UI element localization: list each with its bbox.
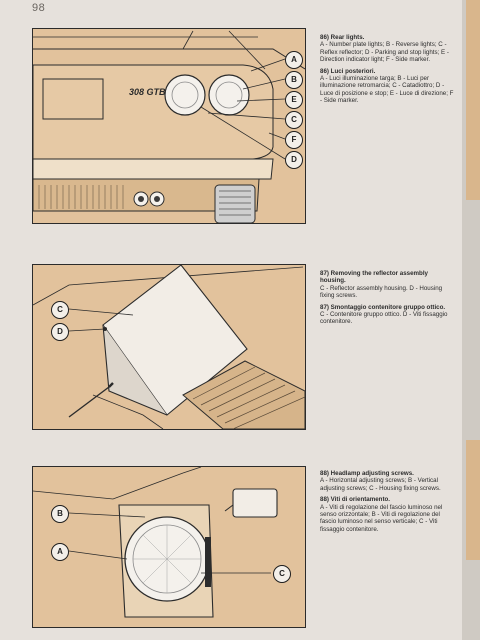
- page-number: 98: [32, 2, 46, 14]
- callout-c: C: [285, 111, 303, 129]
- caption-title-en: 87) Removing the reflector assembly hous…: [320, 270, 428, 285]
- caption-body-it: A - Viti di regolazione del fascio lumin…: [320, 503, 443, 533]
- caption-title-en: 88) Headlamp adjusting screws.: [320, 470, 414, 477]
- callout-a: A: [51, 543, 69, 561]
- caption-body-en: A - Number plate lights; B - Reverse lig…: [320, 41, 449, 64]
- callout-b: B: [285, 71, 303, 89]
- caption-headlamp: 88) Headlamp adjusting screws. A - Horiz…: [320, 466, 454, 533]
- callout-c: C: [273, 565, 291, 583]
- caption-reflector-housing: 87) Removing the reflector assembly hous…: [320, 266, 454, 326]
- caption-title-it: 88) Viti di orientamento.: [320, 496, 391, 504]
- caption-body-it: A - Luci illuminazione targa; B - Luci p…: [320, 75, 454, 105]
- manual-page: 98: [0, 0, 462, 640]
- caption-rear-lights: 86) Rear lights. A - Number plate lights…: [320, 30, 454, 105]
- rear-lights-illustration: [33, 29, 305, 223]
- callout-a: A: [285, 51, 303, 69]
- callout-f: F: [285, 131, 303, 149]
- caption-title-it: 86) Luci posteriori.: [320, 67, 376, 75]
- callout-e: E: [285, 91, 303, 109]
- caption-title-it: 87) Smontaggio contenitore gruppo ottico…: [320, 303, 446, 311]
- callout-b: B: [51, 505, 69, 523]
- model-badge: 308 GTB: [129, 87, 166, 97]
- headlamp-figure: B A C: [32, 466, 306, 628]
- caption-body-en: A - Horizontal adjusting screws; B - Ver…: [320, 477, 441, 492]
- headlamp-illustration: [33, 467, 305, 627]
- caption-body-it: C - Contenitore gruppo ottico. D - Viti …: [320, 311, 448, 326]
- caption-body-en: C - Reflector assembly housing. D - Hous…: [320, 284, 443, 300]
- reflector-housing-figure: C D: [32, 264, 306, 430]
- adjacent-page-edge: [462, 0, 480, 640]
- callout-c: C: [51, 301, 69, 319]
- reflector-housing-illustration: [33, 265, 305, 429]
- caption-title-en: 86) Rear lights.: [320, 34, 365, 41]
- callout-d: D: [285, 151, 303, 169]
- rear-lights-figure: 308 GTB A B E C F D: [32, 28, 306, 224]
- callout-d: D: [51, 323, 69, 341]
